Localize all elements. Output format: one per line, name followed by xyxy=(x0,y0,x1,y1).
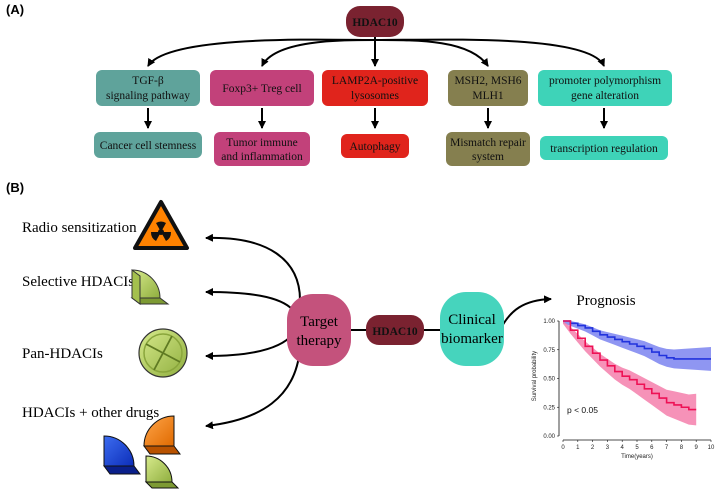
survival-confidence-band xyxy=(563,321,697,426)
x-tick-label: 3 xyxy=(606,445,610,451)
survival-curve xyxy=(563,320,711,360)
outcome-autophagy: Autophagy xyxy=(341,134,409,158)
pan-inhibitor-pill-icon xyxy=(138,328,188,378)
hdac10-root-node: HDAC10 xyxy=(346,6,404,37)
svg-text:lysosomes: lysosomes xyxy=(351,90,399,102)
svg-text:and inflammation: and inflammation xyxy=(221,151,303,163)
svg-text:therapy: therapy xyxy=(297,333,342,349)
target-therapy-node: Target therapy xyxy=(287,294,351,366)
drug-hdacis-combination: HDACIs + other drugs xyxy=(22,405,159,421)
x-tick-label: 4 xyxy=(621,445,625,451)
outcome-mismatch-repair: Mismatch repair system xyxy=(446,132,530,166)
x-tick-label: 9 xyxy=(695,445,699,451)
svg-text:Tumor immune: Tumor immune xyxy=(226,137,297,149)
clinical-biomarker-node: Clinical biomarker xyxy=(440,292,504,366)
pathway-tgf-beta: TGF-β signaling pathway xyxy=(96,70,200,106)
pathway-lamp2a: LAMP2A-positive lysosomes xyxy=(322,70,428,106)
panel-b-label: (B) xyxy=(6,180,24,195)
svg-text:transcription regulation: transcription regulation xyxy=(550,143,658,155)
hdac10-center-node: HDAC10 xyxy=(366,315,424,345)
drug-radio-sensitization: Radio sensitization xyxy=(22,220,137,236)
pathway-foxp3-treg: Foxp3+ Treg cell xyxy=(210,70,314,106)
svg-text:Target: Target xyxy=(300,314,339,330)
svg-text:LAMP2A-positive: LAMP2A-positive xyxy=(332,75,418,87)
panel-a-connectors xyxy=(144,37,608,129)
chart-title: Prognosis xyxy=(576,293,635,309)
panel-a-label: (A) xyxy=(6,2,24,17)
p-value-annotation: p < 0.05 xyxy=(567,405,598,415)
y-tick-label: 0.00 xyxy=(543,434,555,440)
svg-text:Autophagy: Autophagy xyxy=(349,141,400,153)
svg-text:biomarker: biomarker xyxy=(441,331,503,347)
svg-text:system: system xyxy=(472,151,504,163)
hdac10-root-label: HDAC10 xyxy=(352,17,398,29)
x-tick-label: 2 xyxy=(591,445,595,451)
x-tick-label: 1 xyxy=(576,445,580,451)
y-tick-label: 0.25 xyxy=(543,405,555,411)
svg-text:Mismatch repair: Mismatch repair xyxy=(450,137,526,149)
km-survival-chart: Prognosis 0.00 0.25 0.50 0.75 1.00 0 1 2 3 4 5 6 7 8… xyxy=(532,293,715,460)
outcome-tumor-immune: Tumor immune and inflammation xyxy=(214,132,310,166)
drug-pan-hdacis: Pan-HDACIs xyxy=(22,346,103,362)
x-tick-label: 5 xyxy=(635,445,639,451)
pathway-msh2-msh6: MSH2, MSH6 MLH1 xyxy=(448,70,528,106)
svg-text:Cancer cell stemness: Cancer cell stemness xyxy=(100,140,197,152)
pathway-promoter-polymorphism: promoter polymorphism gene alteration xyxy=(538,70,672,106)
svg-text:HDAC10: HDAC10 xyxy=(372,326,418,338)
outcome-transcription-regulation: transcription regulation xyxy=(540,136,668,160)
drug-selective-hdacis: Selective HDACIs xyxy=(22,274,134,290)
svg-text:gene alteration: gene alteration xyxy=(571,90,639,102)
x-tick-label: 6 xyxy=(650,445,654,451)
outcome-cancer-cell-stemness: Cancer cell stemness xyxy=(94,132,202,158)
svg-text:signaling pathway: signaling pathway xyxy=(106,90,190,102)
svg-text:Clinical: Clinical xyxy=(448,312,496,328)
combination-pills-icon xyxy=(103,415,181,489)
svg-text:promoter polymorphism: promoter polymorphism xyxy=(549,75,661,87)
y-tick-label: 0.75 xyxy=(543,348,555,354)
svg-text:MLH1: MLH1 xyxy=(472,90,504,102)
y-tick-label: 1.00 xyxy=(543,319,555,325)
x-axis-label: Time(years) xyxy=(621,454,653,460)
radiation-hazard-icon xyxy=(133,200,189,250)
x-tick-label: 0 xyxy=(561,445,565,451)
selective-inhibitor-pill-icon xyxy=(130,269,170,305)
x-tick-label: 10 xyxy=(708,445,715,451)
svg-text:Foxp3+ Treg cell: Foxp3+ Treg cell xyxy=(222,83,301,95)
svg-text:MSH2, MSH6: MSH2, MSH6 xyxy=(454,75,521,87)
therapy-arrows xyxy=(205,233,552,430)
x-tick-label: 7 xyxy=(665,445,669,451)
x-tick-label: 8 xyxy=(680,445,684,451)
survival-curve xyxy=(563,320,697,411)
y-axis-label: Survival probability xyxy=(532,351,538,401)
svg-text:TGF-β: TGF-β xyxy=(132,75,164,87)
y-tick-label: 0.50 xyxy=(543,377,555,383)
